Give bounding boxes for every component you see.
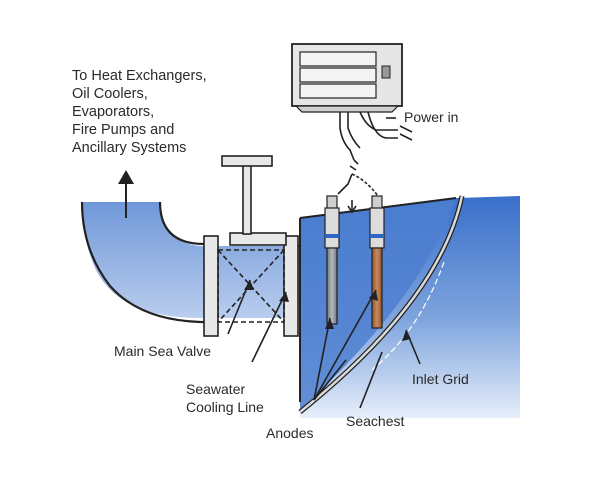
destination-line-1: To Heat Exchangers, [72,68,207,84]
seachest-label: Seachest [346,413,404,429]
destination-line-2: Oil Coolers, [72,86,148,102]
down-arrow-icon [347,200,357,214]
anode-gray [324,195,340,325]
power-cables [337,111,413,197]
inlet-grid-label: Inlet Grid [412,371,469,387]
destination-line-5: Ancillary Systems [72,140,186,156]
destination-label: To Heat Exchangers, Oil Coolers, Evapora… [72,68,207,156]
valve-handwheel-icon [221,155,273,235]
leader-lines [227,117,421,409]
anodes-label: Anodes [266,425,313,441]
main-sea-valve [203,232,299,337]
destination-line-4: Fire Pumps and [72,122,174,138]
leader-arrowheads [244,280,411,341]
seawater-cooling-line-label-2: Cooling Line [186,399,264,415]
seawater-cooling-pipe [82,202,300,318]
anode-copper [369,195,385,329]
destination-line-3: Evaporators, [72,104,154,120]
seawater-cooling-line-label-1: Seawater [186,381,245,397]
control-panel-icon [291,43,403,113]
arrow-up-icon [118,170,134,218]
main-sea-valve-label: Main Sea Valve [114,343,211,359]
power-in-label: Power in [404,109,458,125]
inlet-grid [298,195,465,414]
